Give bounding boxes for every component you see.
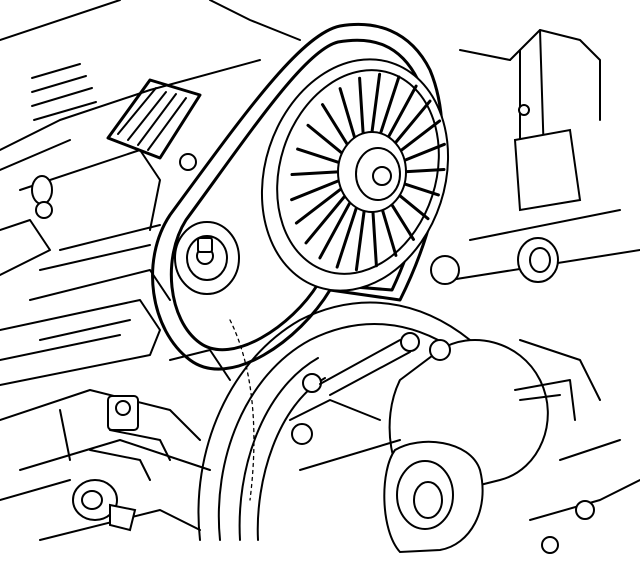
pulley-spoke (377, 75, 401, 140)
pulley-spoke (369, 72, 382, 138)
crank-pulley (197, 301, 471, 541)
pulley-spoke (378, 201, 398, 257)
main-pulley (260, 58, 450, 292)
pulley-spoke (390, 99, 432, 149)
cover-ribs (31, 63, 97, 121)
pulley-spoke (358, 76, 365, 140)
pulley-spoke (354, 206, 367, 272)
pulley-spoke (294, 188, 342, 225)
pulley-spoke (371, 204, 378, 268)
cover-ring (179, 153, 197, 171)
pulley-spoke (296, 147, 341, 165)
pulley-spoke (290, 170, 340, 176)
pulley-spoke (338, 87, 358, 143)
left-bolt-boss (31, 175, 53, 219)
pulley-spoke (384, 84, 418, 143)
idler-pulley (174, 221, 240, 295)
valve-cover (0, 0, 301, 386)
water-pump-housing (289, 332, 640, 554)
pulley-spoke (394, 119, 442, 156)
pulley-spoke (335, 204, 359, 269)
pulley-hub-bolt (372, 166, 392, 186)
bracket-bolt (291, 423, 313, 445)
pulley-spoke (396, 142, 446, 165)
pulley-spoke (290, 179, 340, 202)
vent-grille (106, 78, 202, 160)
pulley-spoke (306, 123, 345, 156)
belt-routing-hint (229, 319, 255, 501)
pulley-spoke (318, 201, 352, 260)
pulley-spoke (304, 195, 346, 245)
pulley-spoke (321, 103, 351, 149)
lower-left-mount (0, 349, 231, 541)
right-bracket (430, 29, 640, 285)
